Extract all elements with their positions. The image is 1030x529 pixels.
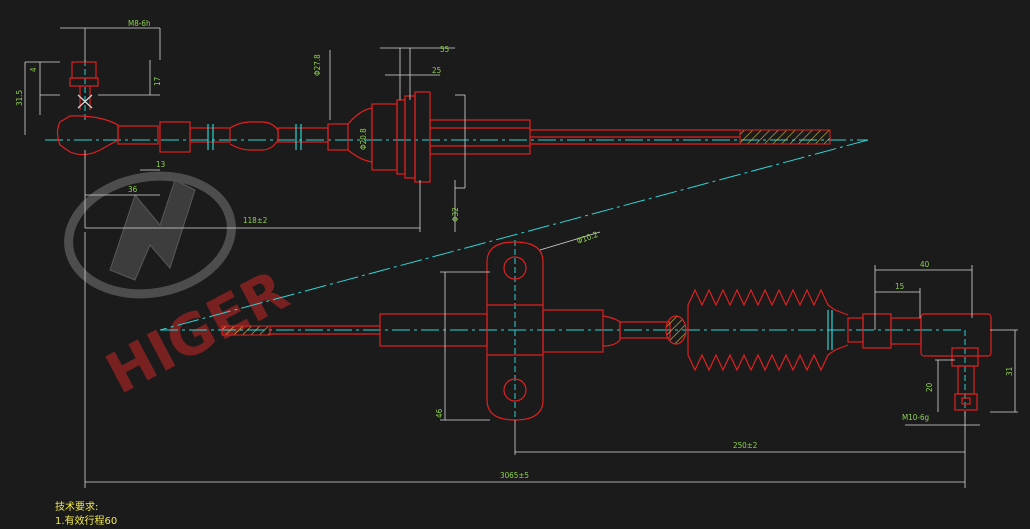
bottom-cable-core — [221, 325, 271, 336]
dim-len-25: 25 — [432, 66, 441, 75]
top-assembly — [56, 61, 740, 183]
bottom-dimension-lines — [84, 231, 1018, 488]
centerlines — [45, 60, 966, 420]
bottom-crimp — [665, 315, 687, 345]
top-markings — [207, 124, 302, 150]
dim-len-31-5: 31.5 — [15, 90, 24, 106]
bottom-markings — [827, 310, 833, 350]
higer-logo — [64, 171, 236, 299]
dim-len-36: 36 — [128, 185, 138, 194]
dim-len-total: 3065±5 — [500, 471, 529, 480]
dim-len-40: 40 — [920, 260, 930, 269]
dim-len-17: 17 — [153, 77, 162, 86]
dim-len-250: 250±2 — [733, 441, 757, 450]
dim-len-118: 118±2 — [243, 216, 267, 225]
bottom-assembly — [270, 241, 992, 421]
tech-note-line1: 1.有效行程60 — [55, 514, 117, 527]
dim-len-4: 4 — [29, 67, 38, 72]
dim-dia-32: Φ32 — [451, 207, 460, 222]
top-dimension-lines — [24, 27, 466, 232]
dim-thread-bottom: M10-6g — [902, 413, 929, 422]
tech-note-title: 技术要求: — [55, 500, 98, 513]
dim-thread-top: M8-6h — [128, 19, 151, 28]
dim-len-31: 31 — [1005, 367, 1014, 376]
dim-len-20: 20 — [925, 382, 934, 392]
dim-len-13: 13 — [156, 160, 165, 169]
dim-len-55: 55 — [440, 45, 449, 54]
dim-len-46: 46 — [435, 408, 444, 418]
dim-len-15: 15 — [895, 282, 904, 291]
dim-dia-20-8: Φ20.8 — [359, 128, 368, 150]
top-cable-core — [739, 129, 831, 145]
dim-dia-10-2: Φ10.2 — [576, 230, 599, 246]
dim-dia-27-8: Φ27.8 — [313, 54, 322, 76]
